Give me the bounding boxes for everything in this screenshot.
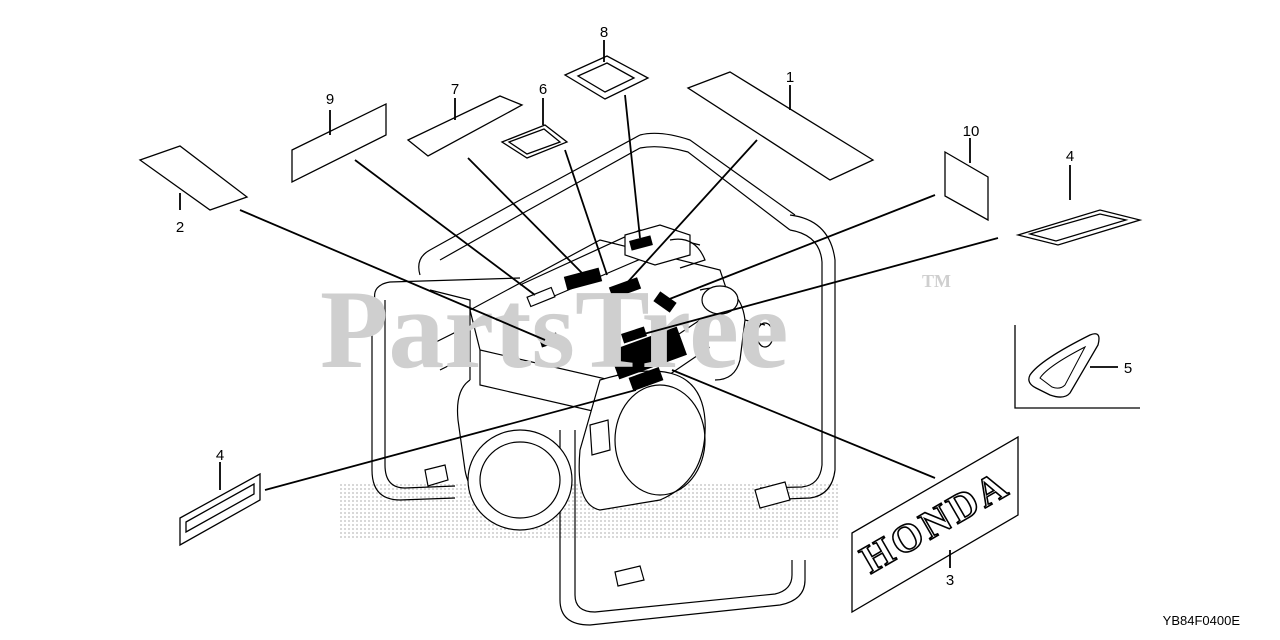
label-part-10[interactable]: [944, 150, 989, 222]
label-part-4-right[interactable]: [1015, 209, 1143, 246]
label-part-9[interactable]: [291, 102, 387, 184]
callout-1: 1: [786, 69, 794, 86]
callout-6: 6: [539, 81, 547, 98]
label-part-5[interactable]: [1014, 325, 1140, 409]
callout-numbers: 1 2 3 4 4 5 6 7 9 8 10: [176, 24, 1132, 589]
diagram-code: YB84F0400E: [1163, 613, 1241, 628]
label-part-7[interactable]: [406, 95, 524, 157]
callout-4-right: 4: [1066, 148, 1074, 165]
callout-5: 5: [1124, 360, 1132, 377]
watermark-text: PartsTree: [320, 268, 789, 392]
label-part-6[interactable]: [500, 124, 569, 159]
label-part-8[interactable]: [563, 55, 650, 100]
label-part-2[interactable]: [138, 145, 249, 211]
callout-7: 7: [451, 81, 459, 98]
callout-4-left: 4: [216, 447, 224, 464]
callout-2: 2: [176, 219, 184, 236]
partstree-watermark: PartsTree TM: [320, 268, 951, 392]
callout-10: 10: [963, 123, 980, 140]
callout-3: 3: [946, 572, 954, 589]
label-part-4-left[interactable]: [179, 472, 261, 547]
label-part-3[interactable]: HONDA: [851, 435, 1019, 614]
leader-lines: [239, 94, 999, 491]
label-part-1[interactable]: [686, 71, 875, 181]
callout-ticks: [179, 40, 1071, 568]
water-pump-illustration: [371, 132, 836, 626]
callout-9: 9: [326, 91, 334, 108]
watermark-tm: TM: [922, 271, 951, 291]
callout-8: 8: [600, 24, 608, 41]
